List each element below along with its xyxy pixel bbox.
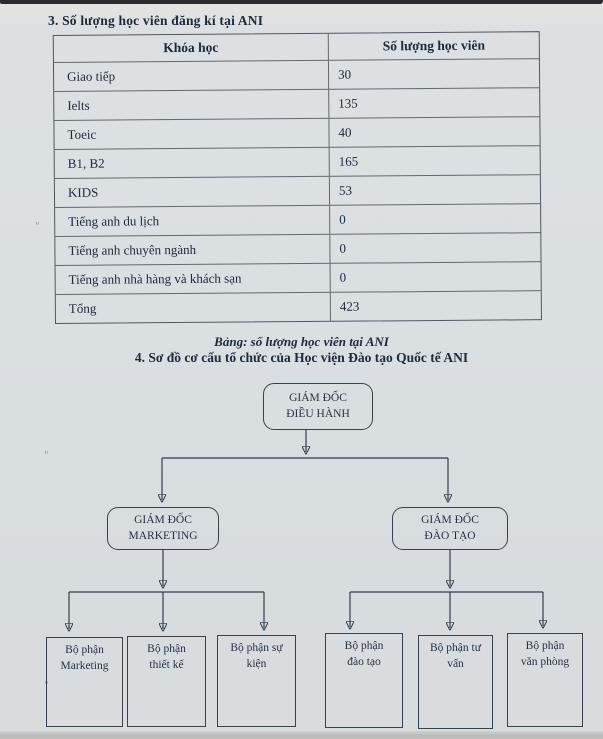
org-node-label: vấn	[447, 657, 464, 670]
course-name-cell: Toeic	[54, 118, 330, 149]
org-node-training-department: Bộ phận đào tạo	[325, 633, 403, 728]
org-node-label: thiết kế	[149, 658, 184, 671]
column-header-students: Số lượng học viên	[382, 37, 485, 54]
org-node-design-department: Bộ phận thiết kế	[127, 636, 206, 727]
org-node-label: văn phòng	[520, 655, 570, 668]
course-name-cell: Ielts	[54, 89, 330, 120]
org-node-marketing-department: Bộ phận Marketing	[46, 637, 123, 727]
student-count-cell: 30	[337, 66, 352, 82]
section3-heading: 3. Số lượng học viên đăng kí tại ANI	[48, 13, 264, 28]
table-header-row: Khóa học Số lượng học viên	[53, 32, 539, 63]
student-count-cell: 0	[339, 269, 347, 285]
org-node-label: Bộ phận tư	[430, 642, 481, 654]
course-name-cell: Tiếng anh nhà hàng và khách sạn	[55, 263, 331, 294]
course-name-cell: Tiếng anh chuyên ngành	[55, 234, 331, 265]
table-row: Tiếng anh nhà hàng và khách sạn 0	[55, 261, 541, 294]
scan-edge-top	[0, 0, 603, 4]
student-count-cell: 0	[339, 240, 346, 256]
org-node-training-director: GIÁM ĐỐC ĐÀO TẠO	[392, 507, 508, 550]
course-name-cell: Tiếng anh du lịch	[55, 205, 331, 236]
org-node-label: ĐIỀU HÀNH	[286, 407, 350, 420]
table-total-row: Tổng 423	[55, 290, 541, 323]
org-node-label: Bộ phận	[147, 643, 186, 655]
scan-edge-bottom	[0, 731, 603, 739]
scan-artifact-mark: "	[35, 221, 40, 232]
org-node-label: GIÁM ĐỐC	[134, 513, 192, 526]
scan-artifact-mark: "	[44, 450, 49, 461]
column-header-course: Khóa học	[53, 33, 329, 63]
total-label-cell: Tổng	[55, 292, 331, 323]
table-row: Tiếng anh du lịch 0	[55, 203, 541, 236]
org-node-consulting-department: Bộ phận tư vấn	[418, 635, 493, 729]
org-node-executive-director: GIÁM ĐỐC ĐIỀU HÀNH	[263, 383, 373, 430]
org-node-label: ĐÀO TẠO	[424, 529, 476, 542]
student-count-cell: 40	[338, 124, 352, 140]
org-node-marketing-director: GIÁM ĐỐC MARKETING	[107, 507, 219, 550]
table-row: Giao tiếp 30	[53, 58, 540, 91]
table-caption: Bảng: số lượng học viên tại ANI	[214, 334, 389, 349]
org-node-label: Marketing	[60, 659, 109, 672]
total-value-cell: 423	[339, 298, 360, 314]
student-count-cell: 0	[339, 211, 346, 227]
org-node-office-department: Bộ phận văn phòng	[507, 633, 583, 727]
student-count-cell: 53	[338, 182, 353, 198]
table-row: Ielts 135	[54, 87, 540, 120]
org-node-label: GIÁM ĐỐC	[289, 391, 347, 404]
table-row: Tiếng anh chuyên ngành 0	[55, 232, 541, 265]
org-node-label: đào tạo	[347, 655, 381, 668]
section4-heading: 4. Sơ đồ cơ cấu tổ chức của Học viện Đào…	[134, 350, 469, 365]
org-node-label: kiện	[246, 657, 267, 670]
student-count-cell: 135	[338, 95, 358, 111]
org-node-label: MARKETING	[128, 529, 198, 542]
student-count-cell: 165	[338, 153, 359, 169]
course-name-cell: B1, B2	[54, 147, 330, 178]
org-node-label: Bộ phận	[525, 640, 565, 652]
course-name-cell: KIDS	[54, 176, 331, 207]
table-row: B1, B2 165	[54, 145, 540, 178]
org-node-events-department: Bộ phận sự kiện	[217, 635, 296, 727]
table-row: KIDS 53	[54, 174, 541, 207]
org-node-label: Bộ phận sự	[230, 642, 283, 654]
table-row: Toeic 40	[54, 116, 540, 149]
org-node-label: Bộ phận	[65, 644, 104, 656]
org-node-label: Bộ phận	[344, 640, 384, 652]
course-name-cell: Giao tiếp	[53, 60, 330, 91]
enrollment-table: Khóa học Số lượng học viên Giao tiếp 30 …	[52, 31, 542, 325]
org-node-label: GIÁM ĐỐC	[421, 513, 479, 526]
